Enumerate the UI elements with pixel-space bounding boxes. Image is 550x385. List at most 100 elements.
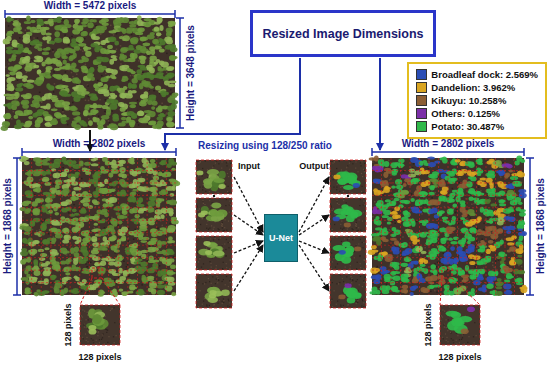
texture-shape <box>74 252 79 258</box>
texture-shape <box>164 172 171 177</box>
texture-shape <box>16 72 23 78</box>
texture-shape <box>138 209 144 213</box>
texture-shape <box>109 123 117 127</box>
texture-shape <box>165 113 167 115</box>
texture-shape <box>63 188 70 194</box>
texture-shape <box>74 20 79 25</box>
texture-shape <box>168 158 174 164</box>
texture-shape <box>119 55 125 60</box>
texture-shape <box>152 18 154 20</box>
texture-shape <box>50 58 57 63</box>
texture-shape <box>91 229 97 232</box>
texture-shape <box>73 204 75 206</box>
texture-shape <box>85 171 91 175</box>
texture-shape <box>50 180 52 182</box>
texture-shape <box>110 25 112 27</box>
texture-shape <box>22 201 29 206</box>
texture-shape <box>136 69 142 74</box>
texture-shape <box>37 198 44 202</box>
texture-shape <box>6 116 10 120</box>
texture-shape <box>26 110 32 115</box>
texture-shape <box>121 227 128 233</box>
texture-shape <box>62 277 68 282</box>
texture-shape <box>165 286 173 291</box>
texture-shape <box>68 44 70 46</box>
texture-shape <box>64 34 66 36</box>
texture-shape <box>98 115 100 117</box>
texture-shape <box>20 251 28 256</box>
texture-shape <box>154 21 161 24</box>
texture-shape <box>83 110 88 116</box>
texture-shape <box>82 57 89 62</box>
texture-shape <box>154 27 159 32</box>
texture-shape <box>43 72 51 77</box>
texture-shape <box>25 288 30 294</box>
texture-shape <box>150 228 156 233</box>
texture-shape <box>15 102 20 107</box>
texture-shape <box>151 288 156 294</box>
texture-shape <box>85 100 87 102</box>
texture-shape <box>172 198 174 200</box>
texture-shape <box>33 240 39 244</box>
texture-shape <box>65 63 70 66</box>
texture-shape <box>36 230 38 232</box>
texture-shape <box>145 243 147 245</box>
texture-shape <box>159 49 165 53</box>
texture-shape <box>104 227 106 229</box>
texture-shape <box>62 101 70 106</box>
texture-shape <box>26 72 28 74</box>
texture-shape <box>168 258 174 262</box>
texture-shape <box>121 117 126 121</box>
texture-shape <box>44 182 51 186</box>
grid-line <box>70 158 71 295</box>
texture-shape <box>119 238 126 241</box>
texture-shape <box>42 96 47 101</box>
texture-shape <box>90 267 96 271</box>
texture-shape <box>138 197 143 202</box>
texture-shape <box>21 100 29 105</box>
texture-shape <box>48 233 50 235</box>
texture-shape <box>29 277 37 283</box>
texture-shape <box>145 293 147 295</box>
texture-shape <box>80 246 87 252</box>
texture-shape <box>64 78 72 82</box>
texture-shape <box>63 161 68 165</box>
texture-shape <box>7 77 12 83</box>
texture-shape <box>24 161 30 165</box>
texture-shape <box>103 236 107 242</box>
texture-shape <box>100 34 102 36</box>
texture-shape <box>147 242 155 246</box>
texture-shape <box>119 276 126 281</box>
texture-shape <box>17 79 19 81</box>
texture-shape <box>161 103 163 105</box>
texture-shape <box>89 19 94 22</box>
texture-shape <box>62 167 64 169</box>
texture-shape <box>146 65 153 70</box>
texture-shape <box>140 262 147 267</box>
texture-shape <box>3 41 10 44</box>
texture-shape <box>120 104 125 107</box>
texture-shape <box>84 46 88 52</box>
texture-shape <box>27 171 32 177</box>
texture-shape <box>149 196 157 201</box>
texture-shape <box>40 232 45 236</box>
texture-shape <box>48 85 55 91</box>
texture-shape <box>165 49 167 51</box>
texture-shape <box>46 169 51 173</box>
texture-shape <box>168 282 176 286</box>
texture-shape <box>55 212 60 216</box>
texture-shape <box>23 37 27 42</box>
texture-shape <box>108 173 113 178</box>
texture-shape <box>72 196 76 202</box>
texture-shape <box>27 80 35 83</box>
texture-shape <box>53 71 55 73</box>
texture-shape <box>38 292 45 296</box>
texture-shape <box>21 101 28 105</box>
texture-shape <box>40 106 47 109</box>
texture-shape <box>148 55 150 57</box>
texture-shape <box>61 85 68 88</box>
texture-shape <box>132 197 136 203</box>
texture-shape <box>131 71 136 75</box>
texture-shape <box>101 169 109 173</box>
texture-shape <box>12 54 17 58</box>
